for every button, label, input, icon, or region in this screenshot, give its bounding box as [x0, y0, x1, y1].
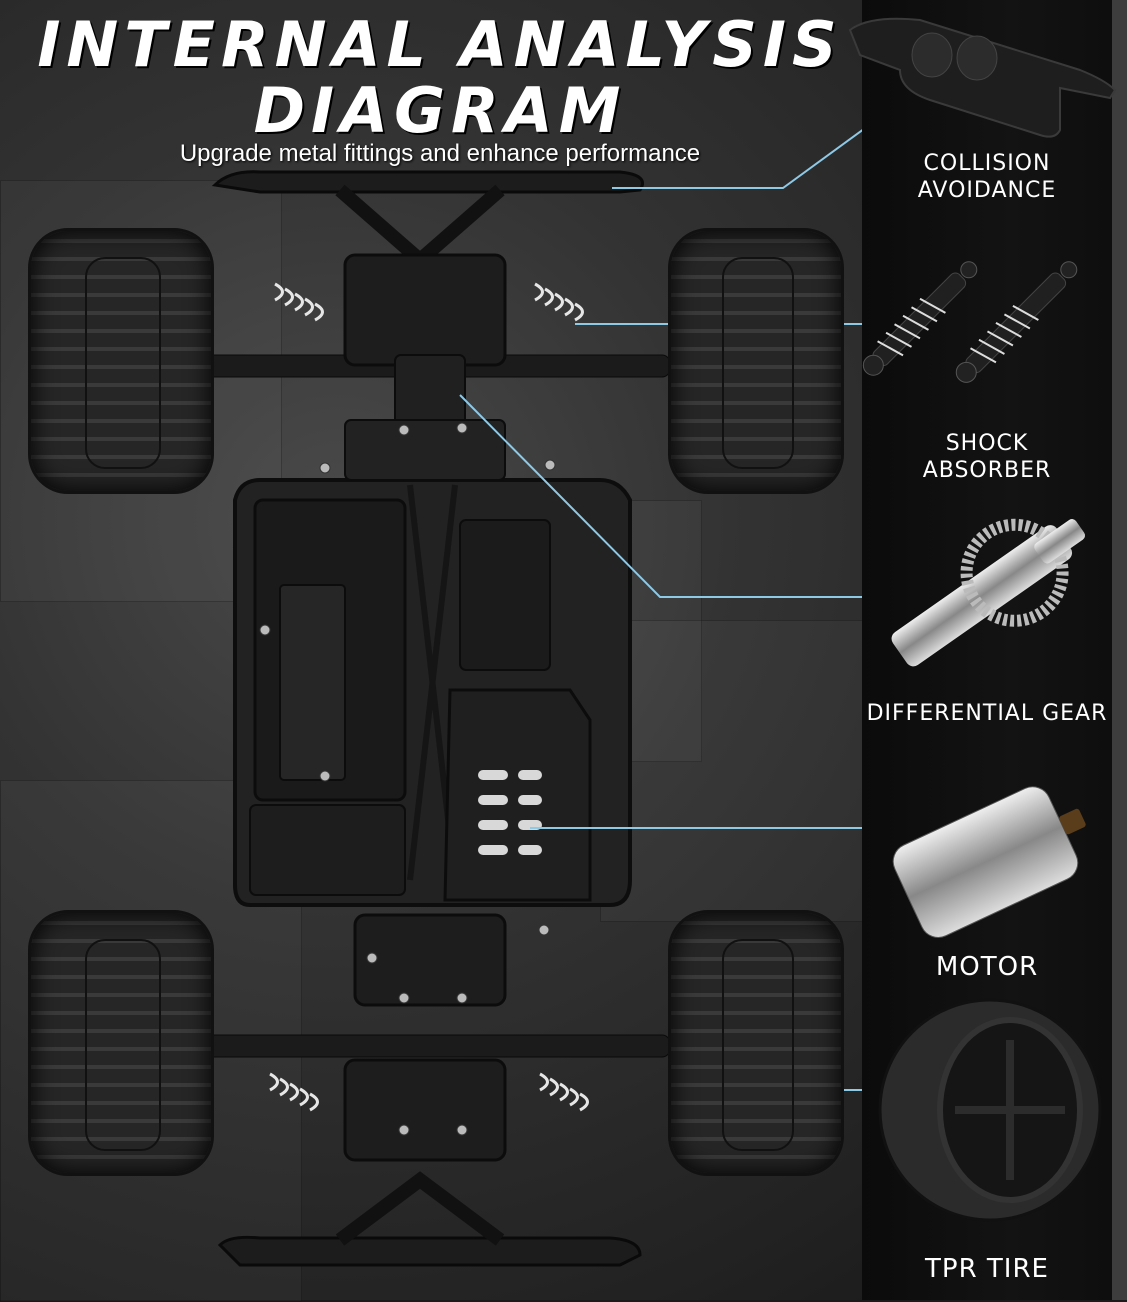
battery-cover — [279, 584, 346, 781]
motor-vents — [478, 770, 542, 855]
screws — [259, 422, 556, 1136]
stone-slab — [0, 180, 282, 602]
rear-bumper-mount — [335, 1171, 505, 1246]
front-plate — [344, 419, 506, 481]
motor-housing — [443, 688, 592, 902]
callout-differential — [459, 394, 862, 598]
title-line-2: DIAGRAM — [253, 74, 627, 147]
switch-housing — [249, 804, 406, 896]
subtitle: Upgrade metal fittings and enhance perfo… — [179, 140, 701, 167]
label-motor: MOTOR — [935, 952, 1039, 982]
front-bumper-mount — [335, 184, 505, 270]
label-shock-absorber: SHOCK ABSORBER — [922, 431, 1052, 483]
rear-gearbox — [353, 913, 507, 1007]
rear-right-tire — [668, 910, 844, 1176]
label-collision-avoidance: COLLISION AVOIDANCE — [917, 151, 1057, 203]
label-differential-gear: DIFFERENTIAL GEAR — [866, 701, 1108, 726]
front-right-tire — [668, 228, 844, 494]
label-tpr-tire: TPR TIRE — [925, 1254, 1049, 1284]
title-line-1: INTERNAL ANALYSIS — [37, 8, 843, 81]
rear-shock-tower — [343, 1058, 507, 1162]
rear-shock-springs — [269, 1072, 589, 1112]
receiver-box — [459, 519, 551, 671]
rc-car-chassis — [199, 129, 862, 1267]
right-edge-strip — [1112, 0, 1127, 1300]
front-shock-springs — [274, 282, 584, 322]
rear-left-tire — [28, 910, 214, 1176]
front-gearbox — [343, 253, 507, 367]
rear-axle — [199, 1034, 671, 1058]
front-bumper — [211, 170, 644, 194]
front-left-tire — [28, 228, 214, 494]
front-differential-housing — [394, 354, 466, 426]
callout-collision — [612, 129, 862, 189]
rear-bumper — [217, 1235, 642, 1267]
